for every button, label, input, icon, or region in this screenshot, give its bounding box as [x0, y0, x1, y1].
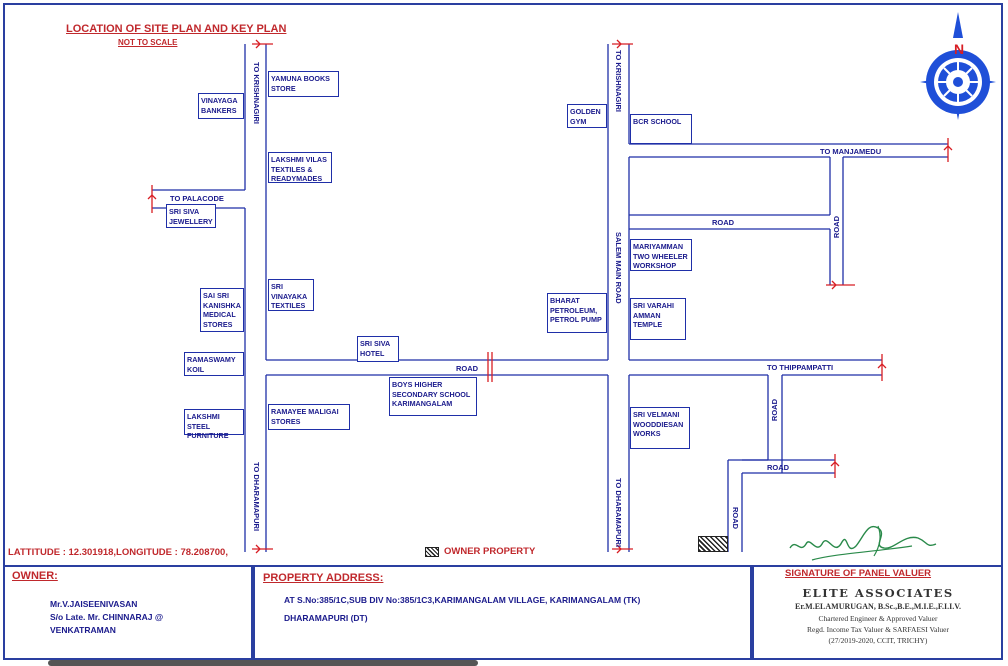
landmark-golden-gym: GOLDEN GYM	[567, 104, 607, 128]
landmark-sri-varahi: SRI VARAHI AMMAN TEMPLE	[630, 298, 686, 340]
owner-heading: OWNER:	[12, 570, 58, 582]
road-label-to-manjamedu: TO MANJAMEDU	[820, 147, 882, 156]
landmark-sri-vinayaka-textiles: SRI VINAYAKA TEXTILES	[268, 279, 314, 311]
landmark-yamuna-books: YAMUNA BOOKS STORE	[268, 71, 339, 97]
landmark-ramaswamy-koil: RAMASWAMY KOIL	[184, 352, 244, 376]
road-label-upper: ROAD	[712, 218, 735, 227]
owner-panel	[3, 565, 253, 660]
valuer-heading: SIGNATURE OF PANEL VALUER	[785, 568, 932, 579]
north-label: N	[954, 41, 964, 57]
landmark-sri-siva-hotel: SRI SIVA HOTEL	[357, 336, 399, 362]
address-line-1: AT S.No:385/1C,SUB DIV No:385/1C3,KARIMA…	[284, 595, 641, 605]
address-heading: PROPERTY ADDRESS:	[263, 572, 384, 584]
landmark-sai-sri-kanishka: SAI SRI KANISHKA MEDICAL STORES	[200, 288, 244, 332]
owner-text: Mr.V.JAISEENIVASAN S/o Late. Mr. CHINNAR…	[50, 599, 164, 635]
address-panel	[253, 565, 752, 660]
road-label-to-krishnagiri-right: TO KRISHNAGIRI	[614, 50, 623, 112]
landmark-bcr-school: BCR SCHOOL	[630, 114, 692, 144]
address-line-2: DHARAMAPURI (DT)	[284, 613, 368, 623]
road-label-lower-vertical: ROAD	[770, 399, 779, 422]
compass-icon: N	[920, 12, 996, 120]
road-label-to-krishnagiri-left: TO KRISHNAGIRI	[252, 62, 261, 124]
landmark-sri-siva-jewellery: SRI SIVA JEWELLERY	[166, 204, 216, 228]
landmark-vinayaga-bankers: VINAYAGA BANKERS	[198, 93, 244, 119]
coordinates: LATTITUDE : 12.301918,LONGITUDE : 78.208…	[8, 547, 228, 558]
legend-label: OWNER PROPERTY	[444, 546, 536, 557]
valuer-panel	[752, 565, 1003, 660]
road-label-middle: ROAD	[456, 364, 479, 373]
road-label-lower: ROAD	[767, 463, 790, 472]
road-label-to-dharamapuri-left: TO DHARAMAPURI	[252, 462, 261, 532]
landmark-ramayee-maligai: RAMAYEE MALIGAI STORES	[268, 404, 350, 430]
landmark-mariyamman: MARIYAMMAN TWO WHEELER WORKSHOP	[630, 239, 692, 271]
valuer-name: Er.M.ELAMURUGAN, B.Sc.,B.E.,M.I.E.,F.I.I…	[795, 602, 961, 611]
landmark-sri-velmani: SRI VELMANI WOODDIESAN WORKS	[630, 407, 690, 449]
landmark-bharat-petroleum: BHARAT PETROLEUM, PETROL PUMP	[547, 293, 607, 333]
valuer-line-3: (27/2019-2020, CCIT, TRICHY)	[828, 636, 928, 645]
landmark-boys-school: BOYS HIGHER SECONDARY SCHOOL KARIMANGALA…	[389, 377, 477, 416]
road-label-owner: ROAD	[731, 507, 740, 530]
valuer-line-2: Regd. Income Tax Valuer & SARFAESI Value…	[806, 625, 950, 634]
map-title: LOCATION OF SITE PLAN AND KEY PLAN	[66, 23, 287, 35]
valuer-line-1: Chartered Engineer & Approved Valuer	[818, 614, 938, 623]
valuer-signature	[789, 525, 937, 561]
landmark-lakshmi-steel: LAKSHMI STEEL FURNITURE	[184, 409, 244, 440]
road-label-to-thippampatti: TO THIPPAMPATTI	[767, 363, 834, 372]
map-subtitle: NOT TO SCALE	[118, 38, 178, 47]
legend-swatch	[425, 547, 439, 557]
horizontal-scrollbar[interactable]	[48, 660, 478, 666]
road-label-salem-main: SALEM MAIN ROAD	[614, 232, 623, 304]
owner-property-marker	[698, 536, 728, 552]
road-label-to-dharamapuri-right: TO DHARAMAPURI	[614, 478, 623, 548]
landmark-lakshmi-vilas: LAKSHMI VILAS TEXTILES & READYMADES	[268, 152, 332, 183]
road-label-upper-vertical: ROAD	[832, 216, 841, 239]
road-label-to-palacode: TO PALACODE	[170, 194, 224, 203]
valuer-firm: ELITE ASSOCIATES	[802, 586, 954, 600]
